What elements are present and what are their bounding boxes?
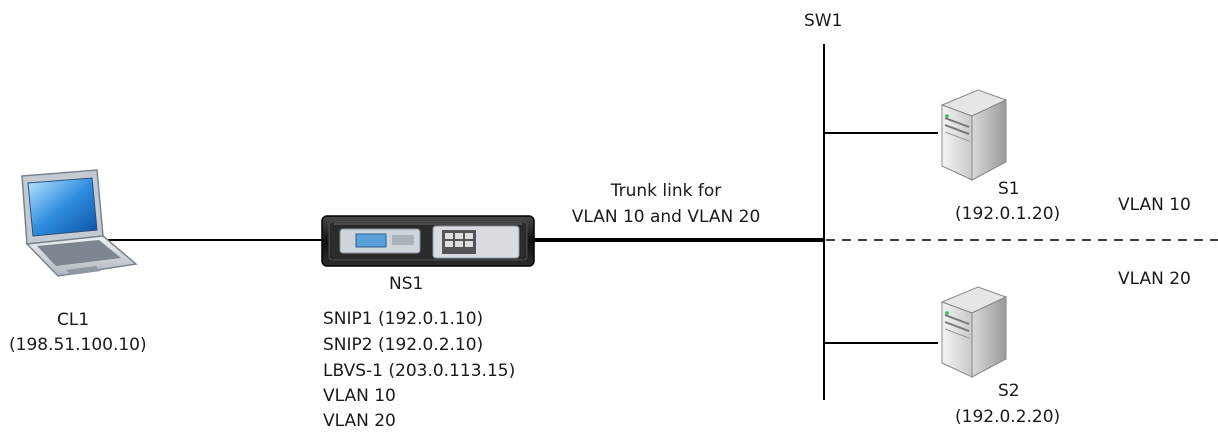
vlan20-region-label: VLAN 20 <box>1118 269 1191 289</box>
server-icon <box>940 286 1008 378</box>
laptop-icon <box>21 169 138 277</box>
vlan10-region-label: VLAN 10 <box>1118 195 1191 215</box>
server1-label: S1 <box>998 179 1020 199</box>
vlan20-detail: VLAN 20 <box>323 411 396 431</box>
netscaler-label: NS1 <box>389 274 424 294</box>
server2-ip: (192.0.2.20) <box>955 407 1061 427</box>
server1-ip: (192.0.1.20) <box>955 204 1061 224</box>
snip2-detail: SNIP2 (192.0.2.10) <box>323 335 484 355</box>
trunk-label-line1: Trunk link for <box>610 181 722 201</box>
switch-label: SW1 <box>804 11 843 31</box>
netscaler-appliance-icon <box>321 215 535 267</box>
trunk-label-line2: VLAN 10 and VLAN 20 <box>571 207 761 227</box>
client-ip: (198.51.100.10) <box>9 335 147 355</box>
vlan10-detail: VLAN 10 <box>323 386 396 406</box>
client-label: CL1 <box>57 310 90 330</box>
server-icon <box>940 89 1008 181</box>
snip1-detail: SNIP1 (192.0.1.10) <box>323 309 484 329</box>
server2-label: S2 <box>998 381 1020 401</box>
lbvs-detail: LBVS-1 (203.0.113.15) <box>323 361 516 381</box>
